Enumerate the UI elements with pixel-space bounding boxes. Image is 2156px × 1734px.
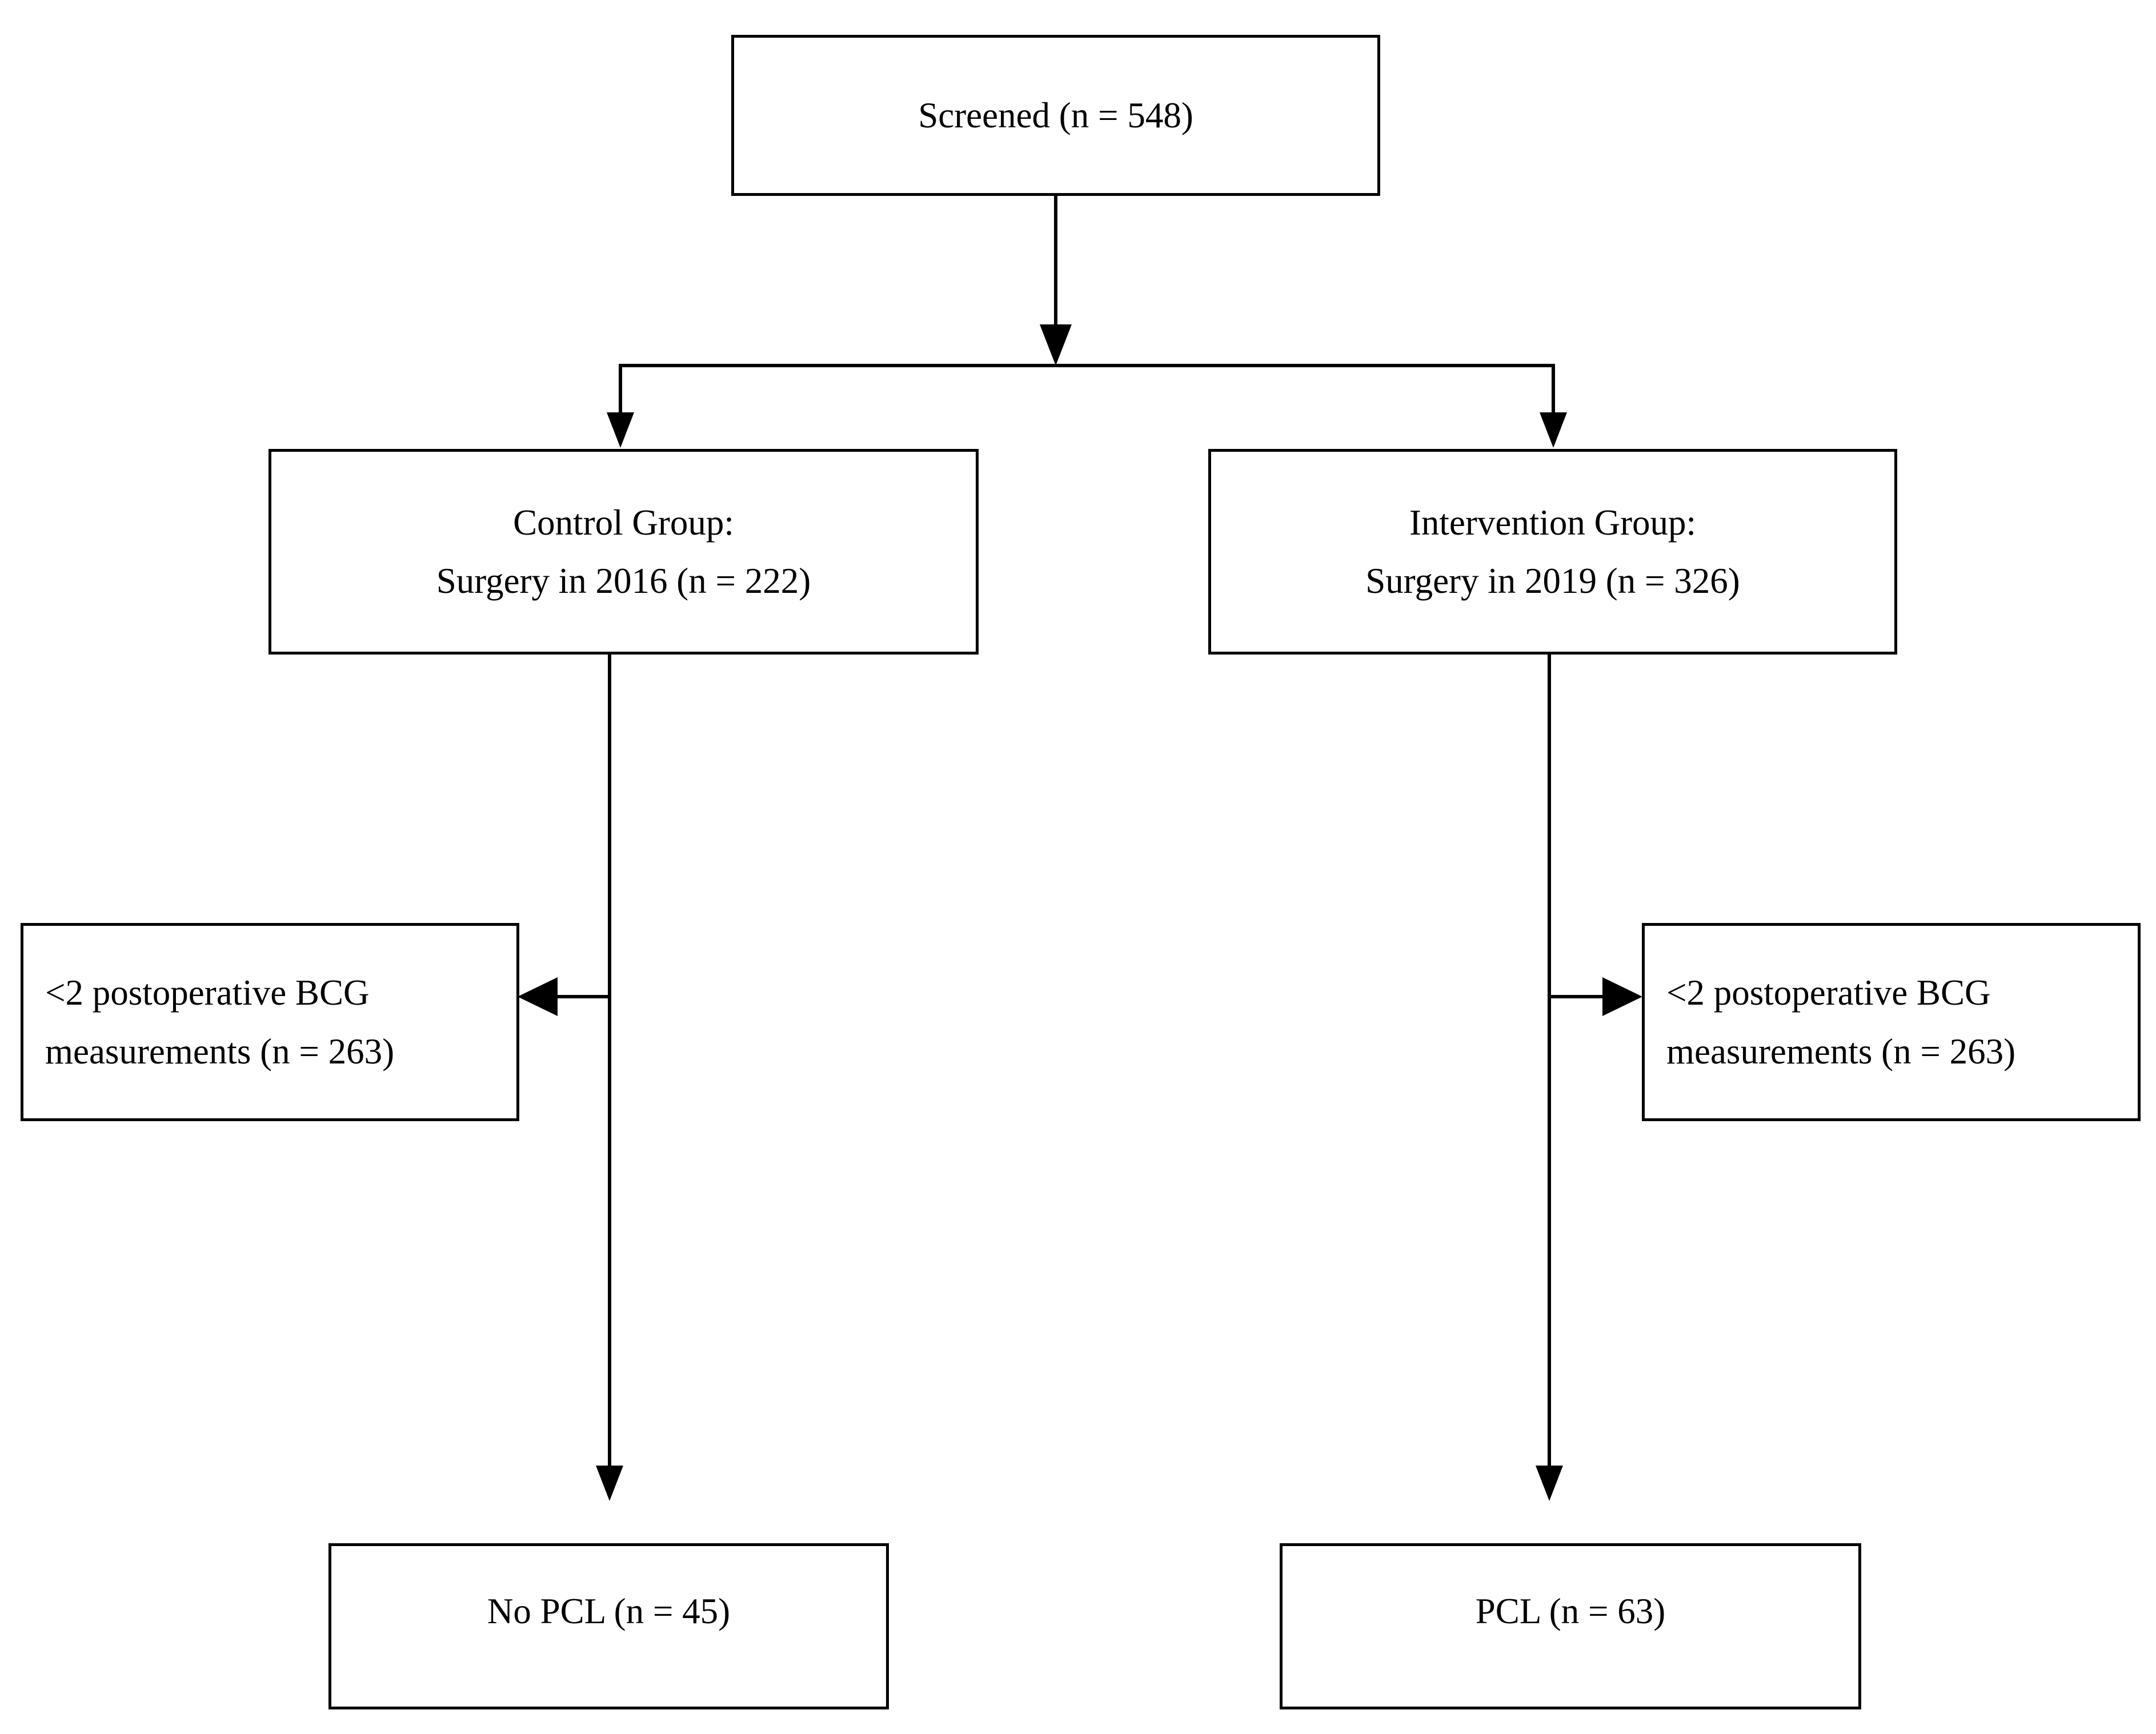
arrow-down-icon-intervention-group [1540,412,1567,448]
arrow-down-icon-screened [1040,324,1072,366]
node-excluded-intervention: <2 postoperative BCG measurements (n = 2… [1642,923,2141,1121]
arrow-left-icon-excluded-control [518,977,558,1016]
node-intervention-group: Intervention Group: Surgery in 2019 (n =… [1208,449,1897,655]
node-control-group-line2: Surgery in 2016 (n = 222) [436,561,811,601]
connector-split-bus [619,364,1555,367]
connector-excluded-intervention [1548,995,1604,998]
node-no-pcl-label: No PCL (n = 45) [487,1591,731,1632]
node-no-pcl: No PCL (n = 45) [328,1543,889,1709]
node-control-group-line1: Control Group: [513,502,734,543]
node-excluded-intervention-line1: <2 postoperative BCG [1666,973,1991,1013]
arrow-down-icon-control-group [607,412,634,448]
node-intervention-group-line1: Intervention Group: [1409,502,1697,543]
connector-screened-stem [1054,196,1057,346]
node-intervention-group-line2: Surgery in 2019 (n = 326) [1365,561,1740,601]
node-screened: Screened (n = 548) [731,35,1380,196]
connector-intervention-spine [1548,655,1551,1468]
node-screened-label: Screened (n = 548) [918,95,1193,135]
node-excluded-control-line2: measurements (n = 263) [45,1031,395,1071]
connector-split-left-drop [619,364,622,418]
connector-control-spine [608,655,611,1468]
node-pcl: PCL (n = 63) [1280,1543,1861,1709]
arrow-right-icon-excluded-intervention [1602,977,1642,1016]
arrow-down-icon-no-pcl [596,1466,623,1501]
node-excluded-control: <2 postoperative BCG measurements (n = 2… [21,923,519,1121]
node-excluded-intervention-line2: measurements (n = 263) [1666,1031,2016,1071]
node-excluded-control-line1: <2 postoperative BCG [45,973,370,1013]
connector-excluded-control [557,995,610,998]
node-pcl-label: PCL (n = 63) [1475,1591,1666,1632]
node-control-group: Control Group: Surgery in 2016 (n = 222) [269,449,979,655]
arrow-down-icon-pcl [1536,1466,1563,1501]
connector-split-right-drop [1552,364,1555,418]
